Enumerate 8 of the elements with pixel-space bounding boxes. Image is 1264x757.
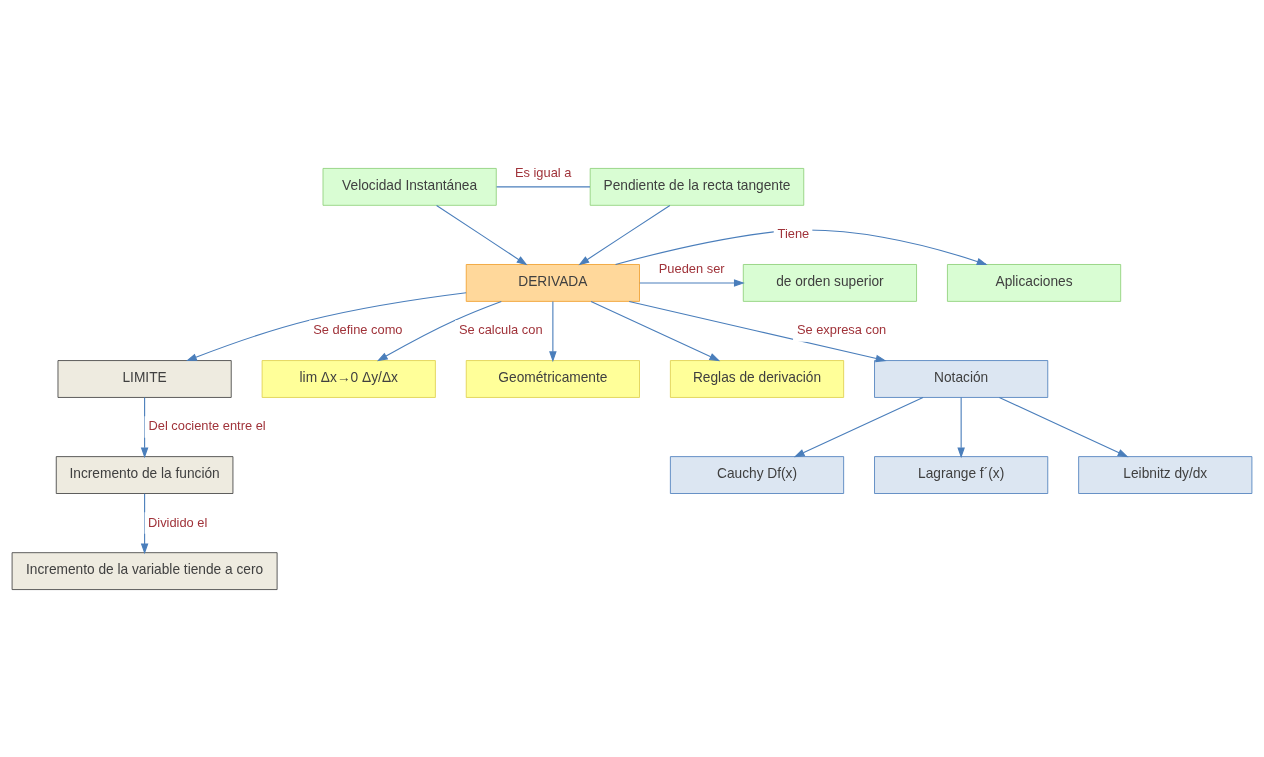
edge-label: Dividido el: [148, 514, 208, 530]
edge-label: Se calcula con: [458, 321, 543, 337]
edge-label: Es igual a: [514, 164, 572, 180]
edge-label: Se expresa con: [796, 321, 887, 337]
edge-label: Tiene: [777, 225, 810, 241]
edge-label: Se define como: [313, 321, 403, 337]
edge-label: Pueden ser: [658, 260, 725, 276]
edge-label: Del cociente entre el: [148, 417, 266, 433]
